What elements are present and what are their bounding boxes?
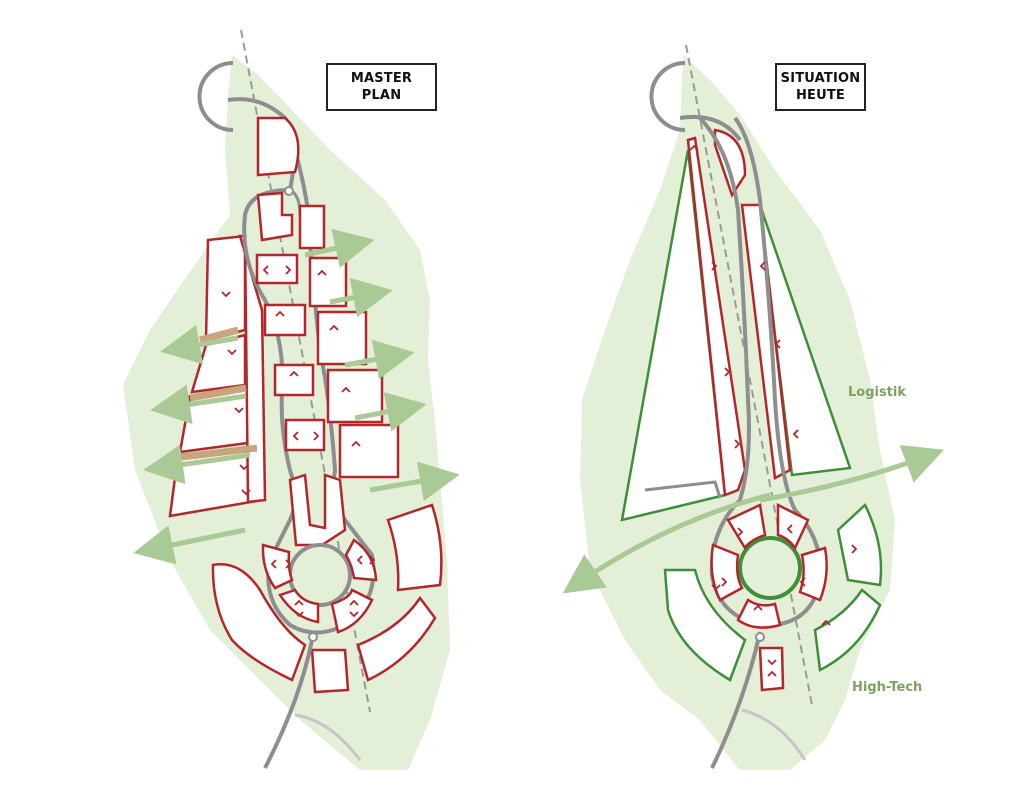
master-plan-title-line1: MASTER [350,71,413,86]
ring-plot-se [356,595,437,682]
ring-plot-s-right [758,646,785,692]
green-strip-3 [173,444,258,462]
arrow-w2 [150,384,247,425]
ring-plot-sw [211,563,307,682]
master-plan-title-line2: PLAN [361,88,402,103]
plot-east-4 [338,423,400,479]
logistik-plot-east [740,203,792,480]
ring-plot-west-right [663,568,747,682]
arrow-w3 [143,444,251,485]
access-chevrons [221,265,376,618]
green-strip-2 [189,384,247,402]
arrow-corridor-ne [759,445,945,503]
label-hightech: High-Tech [852,680,923,695]
access-arc [197,61,234,132]
rail-line-right [685,44,813,706]
existing-road-segment [644,480,722,499]
south-road-branch-right [741,708,807,761]
situation-title-box: SITUATION HEUTE [775,63,866,111]
ring-plot-s [310,648,350,694]
arrow-e5 [369,461,460,501]
logistik-plot-west [686,136,747,497]
arrow-corridor-sw [562,492,771,594]
master-plan-map [123,29,460,770]
hub-plot-east [344,538,378,582]
label-logistik: Logistik [848,385,907,400]
hub-plot-s [736,598,782,629]
plot-west-1 [204,234,247,342]
south-road-right [710,631,762,769]
master-plan-title-box: MASTER PLAN [326,63,437,111]
access-road-top [227,97,287,120]
cell-3 [273,363,315,397]
junction-south [308,632,318,642]
hub-plot-ne [776,502,810,551]
arrow-e1 [304,228,375,268]
arrow-e2 [329,277,393,318]
cell-4 [284,418,326,452]
south-road [263,639,314,769]
hub-circle-right [738,536,802,600]
ring-plot-se-right [813,588,882,672]
junction-north [284,186,294,196]
plot-north-right [713,128,747,198]
plot-north-2 [256,191,294,242]
plot-north [256,116,300,177]
hub-plot-nw [726,503,767,551]
hub-plot-west [261,543,294,590]
junction-south-right [755,632,765,642]
situation-title-line2: HEUTE [795,88,846,103]
access-arc-right [649,61,686,132]
cell-2 [263,303,307,337]
hub-plot-se [330,588,374,634]
hub-plot-e [798,546,828,602]
arrow-w4 [133,525,246,565]
south-road-branch [294,713,362,761]
situation-today-map [562,44,945,770]
green-strip-1 [199,326,239,344]
plot-east-2 [316,310,368,366]
arrow-e4 [354,392,427,432]
access-chevrons-right [689,144,858,677]
situation-title-line1: SITUATION [780,71,861,86]
arrow-e3 [344,339,415,380]
ring-plot-e [386,503,443,592]
hub-plot-sw [278,588,320,624]
arrow-w1 [160,324,239,365]
plot-east-small [298,204,326,250]
ring-plot-east-right [836,502,883,587]
access-road-top-right [679,115,742,142]
cell-1 [255,253,299,285]
